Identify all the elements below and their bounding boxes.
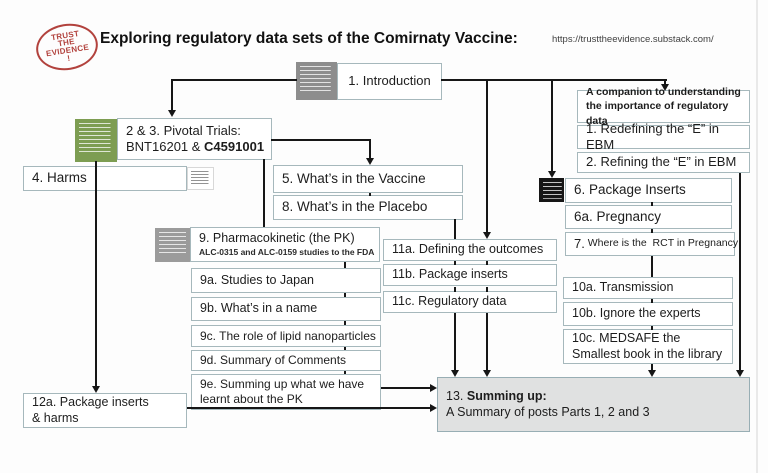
arrowhead-icon (548, 171, 556, 178)
connector-line (454, 219, 456, 239)
node-lipid-nanoparticles: 9c. The role of lipid nanoparticles (191, 325, 381, 347)
connector-line (344, 321, 346, 325)
connector-line (651, 364, 653, 370)
node-13-bold: Summing up: (466, 388, 547, 403)
node-12a-line1: 12a. Package inserts (32, 394, 149, 409)
node-whats-in-vaccine: 5. What’s in the Vaccine (273, 165, 463, 193)
connector-line (344, 371, 346, 374)
node-rct-pregnancy: 7. Where is the RCT in Pregnancy (565, 232, 739, 256)
node-refining-e-ebm: 2. Refining the “E” in EBM (577, 152, 750, 173)
package-inserts-post-thumbnail (539, 178, 564, 202)
node-pivotal-line2: BNT16201 & C4591001 (126, 139, 264, 155)
pk-post-thumbnail (155, 228, 191, 262)
node-package-inserts-11b: 11b. Package inserts (383, 264, 557, 286)
arrowhead-icon (483, 232, 491, 239)
connector-line (651, 229, 653, 233)
node-whats-in-a-name: 9b. What’s in a name (191, 297, 381, 321)
node-13-line2: A Summary of posts Parts 1, 2 and 3 (446, 404, 650, 419)
connector-line (454, 287, 456, 292)
arrowhead-icon (366, 158, 374, 165)
node-summary-of-comments: 9d. Summary of Comments (191, 350, 381, 371)
arrowhead-icon (661, 84, 669, 91)
connector-line (551, 79, 553, 171)
node-pivotal-line2-normal: BNT16201 & (126, 139, 205, 154)
arrowhead-icon (92, 386, 100, 393)
page-title: Exploring regulatory data sets of the Co… (100, 30, 518, 47)
connector-line (381, 387, 430, 389)
node-13-num: 13. (446, 388, 467, 403)
arrowhead-icon (430, 384, 437, 392)
node-whats-in-placebo: 8. What’s in the Placebo (273, 195, 463, 220)
connector-line (664, 79, 666, 84)
node-13-line1: 13. Summing up: (446, 389, 547, 405)
connector-line (651, 299, 653, 303)
node-7-prefix: 7. (574, 235, 585, 251)
node-harms: 4. Harms (23, 166, 187, 191)
node-pivotal-line1: 2 & 3. Pivotal Trials: (126, 122, 241, 138)
connector-line (344, 262, 346, 268)
connector-line (344, 347, 346, 350)
connector-line (486, 79, 488, 232)
stamp-line: ! (66, 53, 71, 63)
connector-line (441, 79, 667, 81)
node-10c-line1: 10c. MEDSAFE the (572, 330, 681, 345)
connector-line (344, 293, 346, 297)
substack-url: https://trusttheevidence.substack.com/ (552, 34, 714, 45)
node-12a-line2: & harms (32, 410, 79, 425)
connector-line (263, 159, 265, 227)
node-pivotal-trials: 2 & 3. Pivotal Trials: BNT16201 & C45910… (117, 118, 272, 160)
node-pk-line1: 9. Pharmacokinetic (the PK) (199, 231, 355, 246)
node-introduction: 1. Introduction (337, 63, 442, 100)
connector-line (95, 161, 97, 386)
node-pivotal-line2-bold: C4591001 (204, 139, 265, 154)
connector-line (369, 139, 371, 159)
node-regulatory-data: 11c. Regulatory data (383, 291, 557, 313)
connector-line (172, 79, 297, 81)
arrowhead-icon (430, 404, 437, 412)
arrowhead-icon (168, 110, 176, 117)
connector-line (369, 193, 371, 196)
trust-the-evidence-stamp-icon: TRUST THE EVIDENCE ! (32, 19, 102, 75)
slide-edge-divider (756, 0, 758, 473)
connector-line (271, 139, 371, 141)
node-studies-to-japan: 9a. Studies to Japan (191, 268, 381, 293)
node-10c-line2: Smallest book in the library (572, 346, 723, 361)
connector-line (171, 79, 173, 110)
arrowhead-icon (451, 370, 459, 377)
connector-line (486, 287, 488, 292)
arrowhead-icon (483, 370, 491, 377)
connector-line (739, 173, 741, 370)
node-companion: A companion to understanding the importa… (577, 86, 750, 127)
node-summing-up-pk: 9e. Summing up what we have learnt about… (191, 374, 381, 410)
node-ignore-experts: 10b. Ignore the experts (563, 302, 733, 326)
intro-post-thumbnail (296, 62, 337, 100)
arrowhead-icon (648, 370, 656, 377)
connector-line (486, 261, 488, 265)
arrowhead-icon (736, 370, 744, 377)
connector-line (651, 202, 653, 206)
connector-line (187, 407, 430, 409)
harms-post-thumbnail (187, 167, 214, 190)
node-pregnancy: 6a. Pregnancy (565, 205, 732, 229)
node-defining-outcomes: 11a. Defining the outcomes (383, 239, 557, 261)
node-redefining-e-ebm: 1. Redefining the “E” in EBM (577, 121, 750, 152)
node-pharmacokinetic: 9. Pharmacokinetic (the PK) ALC-0315 and… (190, 227, 380, 262)
connector-line (486, 313, 488, 370)
node-summing-up-13: 13. Summing up: A Summary of posts Parts… (437, 377, 750, 432)
connector-line (651, 256, 653, 277)
node-transmission: 10a. Transmission (563, 277, 733, 299)
node-package-inserts-6: 6. Package Inserts (565, 178, 732, 203)
node-package-inserts-harms: 12a. Package inserts & harms (23, 393, 187, 428)
node-pk-line2: ALC-0315 and ALC-0159 studies to the FDA (199, 247, 375, 257)
connector-line (454, 313, 456, 370)
pivotal-post-thumbnail (75, 119, 117, 162)
connector-line (651, 326, 653, 330)
node-medsafe: 10c. MEDSAFE the Smallest book in the li… (563, 329, 733, 364)
connector-line (454, 261, 456, 265)
node-7-rest: Where is the RCT in Pregnancy (584, 237, 739, 250)
